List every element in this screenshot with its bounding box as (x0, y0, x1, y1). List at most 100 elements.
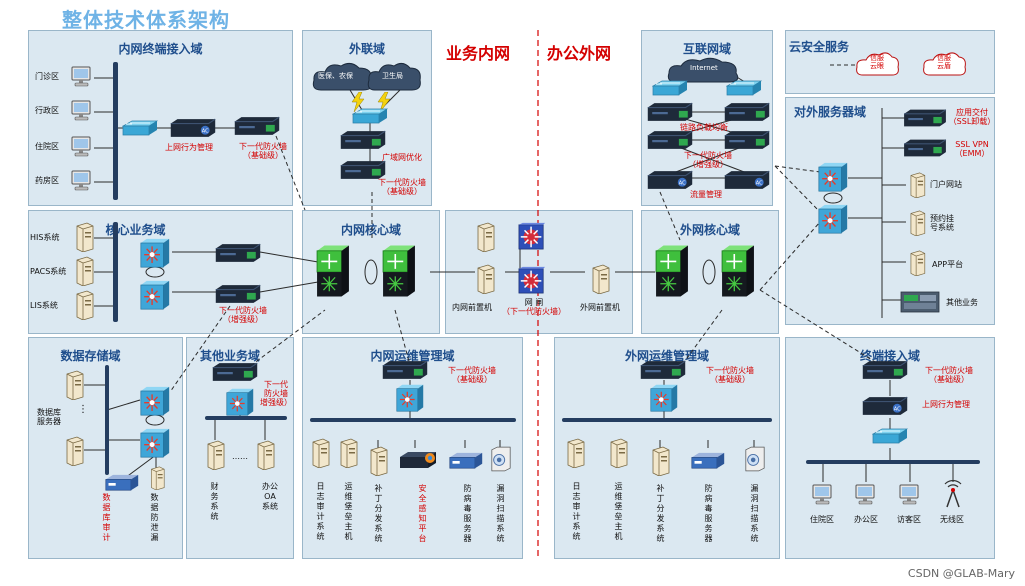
panel-title: 外网运维管理域 (624, 349, 709, 363)
front-server-label: 内网前置机 (452, 303, 492, 312)
wan-optimizer-icon (338, 130, 388, 150)
firewall-label-line2: （基础级） (710, 375, 750, 385)
server-icon (64, 370, 84, 400)
ellipsis: ⋮ (78, 404, 88, 415)
ops-label: 漏洞扫描系统 (750, 484, 759, 543)
vpn-label-line1: SSL VPN (955, 140, 989, 149)
firewall-label-line2: （基础级） (382, 187, 422, 197)
firewall-label-line2: （增强级） (688, 160, 728, 170)
l3-switch-icon (140, 386, 170, 416)
pc-icon (70, 66, 94, 88)
panel-title: 内网核心域 (340, 223, 401, 237)
firewall-label: 下一代防火墙 （基础级） (916, 366, 982, 384)
dlp-icon (146, 466, 168, 490)
firewall-label-line3: 增强级） (260, 398, 292, 408)
pc-icon (854, 484, 878, 506)
pc-icon (70, 136, 94, 158)
server-icon (590, 264, 610, 294)
wifi-tower-icon (941, 480, 965, 508)
firewall-icon (860, 360, 910, 380)
l3-switch-icon (140, 280, 170, 310)
firewall-label: 下一代防火墙 （增强级） (213, 306, 273, 324)
server-icon (255, 440, 275, 470)
firewall-label: 下一代防火墙 （基础级） (700, 366, 760, 384)
flow-label: 流量管理 (690, 190, 722, 199)
panel-core-business: 核心业务域 (28, 210, 293, 334)
ellipsis: …… (232, 452, 248, 461)
diagram-title: 整体技术体系架构 (62, 8, 230, 32)
firewall-icon (213, 243, 263, 263)
server-label: 其他业务 (946, 298, 978, 307)
network-bus (205, 416, 287, 420)
gatekeeper-icon (518, 266, 546, 294)
security-awareness-icon (398, 450, 438, 470)
area-label: 办公区 (854, 515, 878, 524)
firewall-icon (338, 160, 388, 180)
vuln-scanner-icon (490, 446, 512, 472)
panel-title: 核心业务域 (105, 223, 166, 237)
ssl-vpn-icon (902, 138, 948, 158)
area-label: 药房区 (35, 176, 59, 185)
server-icon (205, 440, 225, 470)
wan-opt-label: 广域网优化 (382, 153, 422, 162)
firewall-label: 下一代防火墙 （基础级） (233, 142, 293, 160)
l3-switch-icon (818, 204, 848, 234)
ops-label: 补丁分发系统 (656, 484, 665, 543)
antivirus-icon (448, 452, 484, 470)
firewall-icon (380, 360, 430, 380)
db-server-label-line2: 服务器 (37, 417, 61, 427)
gateway-label-line1: 网 闸 (524, 298, 544, 307)
watermark: CSDN @GLAB-Mary (907, 567, 1015, 580)
network-bus (562, 418, 772, 422)
l3-switch-icon (226, 388, 254, 416)
firewall-icon (210, 362, 260, 382)
flow-mgmt-icon (722, 170, 772, 190)
area-label: 住院区 (35, 142, 59, 151)
area-label: 行政区 (35, 106, 59, 115)
dlp-label: 数据防泄漏 (150, 493, 159, 542)
pc-icon (898, 484, 922, 506)
firewall-label-line2: （基础级） (452, 375, 492, 385)
switch-icon (352, 108, 388, 124)
firewall-label-line1: 下一代防火墙 (706, 366, 754, 375)
ops-label: 运维堡垒主机 (614, 482, 623, 541)
db-audit-icon (104, 474, 140, 492)
cloud-icon (667, 57, 739, 83)
panel-title: 数据存储域 (60, 349, 121, 363)
panel-title: 外联域 (348, 42, 385, 56)
server-icon (338, 438, 358, 468)
firewall-label-line1: 下一代防火墙 (239, 142, 287, 151)
server-icon (908, 250, 926, 276)
db-server-label: 数据库 服务器 (37, 408, 61, 426)
cloud-icon (367, 62, 421, 91)
cloud-label-line1: 信服 (870, 54, 884, 62)
server-label-line2: 号系统 (930, 223, 954, 233)
server-icon (74, 222, 94, 252)
core-switch-icon (655, 244, 689, 298)
vpn-label: SSL VPN （EMM） (950, 140, 994, 158)
switch-icon (652, 80, 688, 96)
area-label: 住院区 (810, 515, 834, 524)
switch-icon (872, 428, 908, 444)
ops-label: 日志审计系统 (572, 482, 581, 541)
gatekeeper-icon (518, 222, 546, 250)
load-balancer-icon (722, 102, 772, 122)
db-server-label-line1: 数据库 (37, 408, 61, 417)
l3-switch-icon (140, 238, 170, 268)
behavior-mgmt-icon (168, 118, 218, 138)
l3-switch-icon (140, 428, 170, 458)
pc-icon (70, 100, 94, 122)
ops-label: 运维堡垒主机 (344, 482, 353, 541)
firewall-label-line1: 下一代防火墙 (925, 366, 973, 375)
panel-title: 对外服务器域 (794, 105, 867, 119)
server-icon (368, 446, 388, 476)
antivirus-icon (690, 452, 726, 470)
app-delivery-icon (902, 108, 948, 128)
firewall-label-line1: 下一代防火墙 (448, 366, 496, 375)
firewall-icon (722, 130, 772, 150)
ops-label: 安全感知平台 (418, 484, 427, 543)
server-label-line1: 预约挂 (930, 214, 954, 223)
cloud-label: 卫生局 (382, 72, 403, 80)
firewall-label-line1: 下一代防火墙 (684, 151, 732, 160)
cloud-icon (923, 52, 966, 76)
